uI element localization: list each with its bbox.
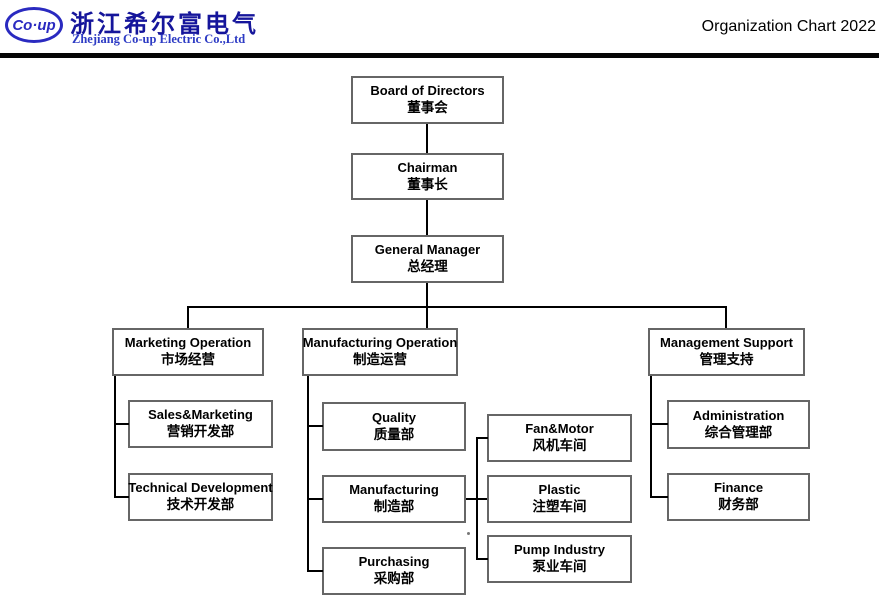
org-node-management-support: Management Support 管理支持 bbox=[648, 328, 805, 376]
connector-line bbox=[307, 570, 323, 572]
header-divider bbox=[0, 53, 879, 58]
connector-line bbox=[307, 376, 309, 571]
company-name-english: Zhejiang Co-up Electric Co.,Ltd bbox=[72, 32, 246, 46]
node-label-en: Chairman bbox=[397, 159, 458, 175]
node-label-en: Quality bbox=[371, 409, 417, 425]
connector-line bbox=[650, 376, 652, 497]
connector-line bbox=[114, 376, 116, 498]
node-label-cn: 泵业车间 bbox=[532, 559, 587, 574]
logo-badge-text: Co·up bbox=[12, 16, 56, 34]
connector-line bbox=[426, 283, 428, 328]
node-label-cn: 董事长 bbox=[407, 176, 448, 192]
connector-line bbox=[725, 306, 727, 328]
org-node-pump-industry: Pump Industry 泵业车间 bbox=[487, 535, 632, 583]
node-label-cn: 营销开发部 bbox=[166, 424, 235, 439]
connector-line bbox=[307, 425, 323, 427]
company-logo-icon: Co·up bbox=[5, 7, 63, 43]
node-label-en: Purchasing bbox=[358, 554, 430, 569]
connector-line bbox=[114, 496, 129, 498]
org-node-manufacturing-dept: Manufacturing 制造部 bbox=[322, 475, 466, 523]
connector-line bbox=[426, 124, 428, 153]
node-label-cn: 风机车间 bbox=[532, 438, 587, 453]
node-label-en: Fan&Motor bbox=[525, 421, 594, 436]
connector-line bbox=[650, 423, 668, 425]
org-node-board-of-directors: Board of Directors 董事会 bbox=[351, 76, 504, 124]
node-label-en: Manufacturing Operation bbox=[302, 335, 458, 350]
node-label-en: Management Support bbox=[660, 335, 793, 350]
org-node-manufacturing-operation: Manufacturing Operation 制造运营 bbox=[302, 328, 458, 376]
org-node-fan-motor: Fan&Motor 风机车间 bbox=[487, 414, 632, 462]
node-label-en: General Manager bbox=[374, 242, 481, 257]
node-label-cn: 综合管理部 bbox=[704, 424, 773, 440]
node-label-cn: 管理支持 bbox=[699, 352, 754, 367]
node-label-cn: 采购部 bbox=[373, 571, 415, 586]
stray-dot bbox=[467, 532, 470, 535]
org-node-finance: Finance 财务部 bbox=[667, 473, 810, 521]
connector-line bbox=[187, 306, 727, 308]
node-label-en: Plastic bbox=[538, 482, 581, 497]
connector-line bbox=[307, 498, 323, 500]
org-node-purchasing: Purchasing 采购部 bbox=[322, 547, 466, 595]
node-label-en: Board of Directors bbox=[370, 83, 485, 98]
node-label-cn: 技术开发部 bbox=[166, 497, 235, 512]
node-label-cn: 制造运营 bbox=[353, 352, 407, 367]
node-label-cn: 质量部 bbox=[373, 426, 415, 442]
node-label-en: Sales&Marketing bbox=[148, 407, 253, 422]
node-label-en: Manufacturing bbox=[349, 482, 439, 497]
company-name-chinese: 浙江希尔富电气 bbox=[70, 11, 259, 38]
org-node-quality: Quality 质量部 bbox=[322, 402, 466, 451]
connector-line bbox=[187, 306, 189, 328]
org-node-technical-development: Technical Development 技术开发部 bbox=[128, 473, 273, 521]
node-label-cn: 注塑车间 bbox=[532, 499, 587, 514]
org-node-chairman: Chairman 董事长 bbox=[351, 153, 504, 200]
node-label-en: Administration bbox=[692, 407, 785, 423]
node-label-en: Marketing Operation bbox=[124, 335, 252, 350]
connector-line bbox=[650, 496, 668, 498]
connector-line bbox=[426, 200, 428, 235]
node-label-cn: 总经理 bbox=[407, 259, 448, 274]
node-label-cn: 市场经营 bbox=[161, 352, 215, 367]
page-title: Organization Chart 2022 bbox=[701, 18, 876, 35]
connector-line bbox=[476, 437, 488, 439]
org-node-general-manager: General Manager 总经理 bbox=[351, 235, 504, 283]
org-node-marketing-operation: Marketing Operation 市场经营 bbox=[112, 328, 264, 376]
connector-line bbox=[114, 423, 129, 425]
org-node-administration: Administration 综合管理部 bbox=[667, 400, 810, 449]
org-node-sales-marketing: Sales&Marketing 营销开发部 bbox=[128, 400, 273, 448]
node-label-en: Pump Industry bbox=[513, 542, 605, 557]
node-label-cn: 财务部 bbox=[718, 497, 759, 512]
node-label-cn: 制造部 bbox=[373, 499, 415, 514]
connector-line bbox=[476, 558, 488, 560]
node-label-en: Finance bbox=[713, 480, 764, 495]
node-label-cn: 董事会 bbox=[407, 100, 448, 115]
connector-line bbox=[476, 437, 478, 560]
org-node-plastic: Plastic 注塑车间 bbox=[487, 475, 632, 523]
node-label-en: Technical Development bbox=[128, 480, 273, 495]
